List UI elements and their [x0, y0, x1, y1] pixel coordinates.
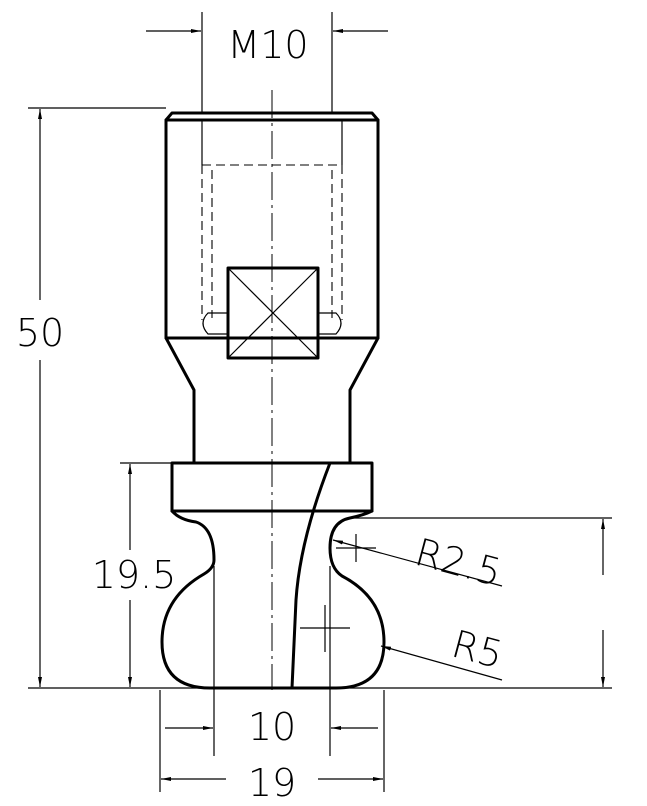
- dim-lower-height-label: 19.5: [92, 553, 177, 597]
- dim-base-width-label: 19: [248, 761, 296, 805]
- dim-overall-label: 50: [16, 311, 64, 355]
- square-hole: [226, 266, 320, 360]
- dim-radius-small: R2.5: [332, 530, 506, 595]
- dim-base-width: 19: [159, 690, 385, 805]
- dim-radius-large: R5: [300, 605, 507, 681]
- dim-thread: M10: [146, 12, 388, 112]
- dim-neck-width-label: 10: [248, 705, 296, 749]
- dim-radius-small-label: R2.5: [411, 530, 506, 595]
- lower-body-outline: [160, 509, 386, 690]
- dim-neck-width: 10: [165, 566, 378, 756]
- dim-thread-label: M10: [227, 23, 308, 67]
- dim-overall: 50: [16, 107, 384, 689]
- dim-lower-height: 19.5: [92, 462, 177, 687]
- dim-right-height: [352, 517, 612, 689]
- part-outline: [160, 111, 386, 690]
- split-curve: [290, 461, 332, 690]
- dim-radius-large-label: R5: [447, 622, 507, 678]
